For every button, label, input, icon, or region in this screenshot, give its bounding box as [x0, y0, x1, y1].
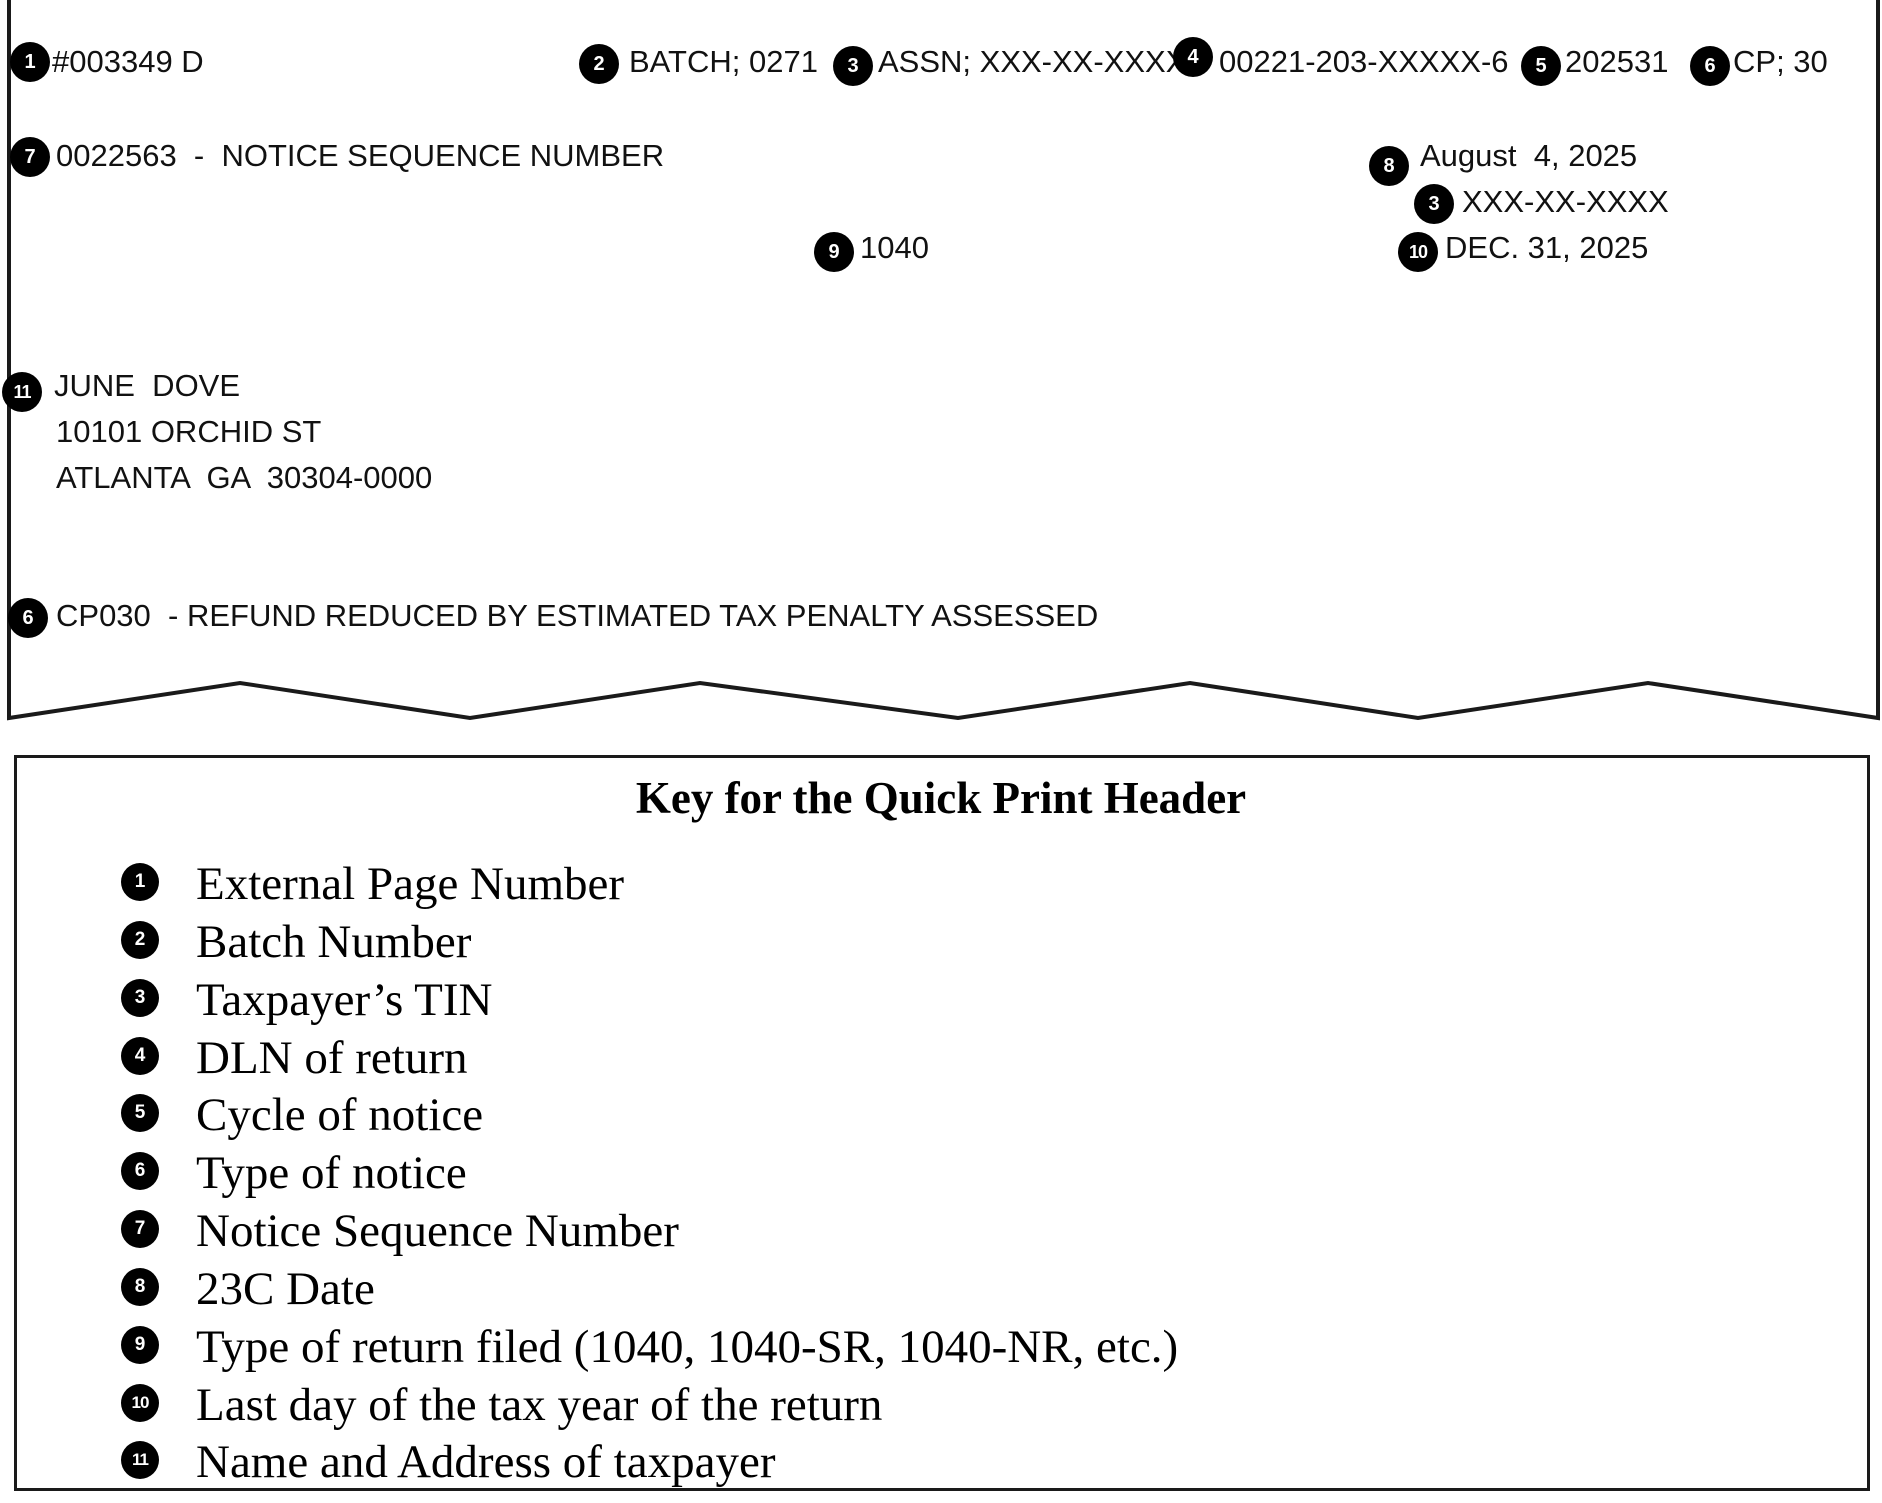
- callout-6: 6: [1690, 46, 1730, 86]
- notice-border: [7, 0, 1880, 721]
- callout-11: 11: [2, 372, 42, 412]
- return-type: 1040: [860, 230, 929, 265]
- key-item-7-callout: 7: [121, 1210, 159, 1248]
- callout-5: 5: [1521, 46, 1561, 86]
- key-item-4-callout: 4: [121, 1037, 159, 1075]
- callout-8: 8: [1369, 146, 1409, 186]
- callout-9: 9: [814, 232, 854, 272]
- key-item-9-label: Type of return filed (1040, 1040-SR, 104…: [196, 1321, 1179, 1373]
- key-item-6-label: Type of notice: [196, 1147, 467, 1199]
- key-title: Key for the Quick Print Header: [635, 773, 1247, 823]
- key-item-2-label: Batch Number: [196, 916, 472, 968]
- key-item-5-callout: 5: [121, 1094, 159, 1132]
- taxpayer-address-line-2: ATLANTA GA 30304-0000: [56, 460, 433, 495]
- dln-of-return: 00221-203-XXXXX-6: [1219, 44, 1509, 79]
- notice-type-line: CP030 - REFUND REDUCED BY ESTIMATED TAX …: [56, 598, 1099, 633]
- key-item-11-callout: 11: [121, 1441, 159, 1479]
- assn-tin: ASSN; XXX-XX-XXXX: [878, 44, 1187, 79]
- callout-3b: 3: [1414, 184, 1454, 224]
- key-item-8-callout: 8: [121, 1268, 159, 1306]
- key-item-3-callout: 3: [121, 979, 159, 1017]
- callout-4: 4: [1173, 37, 1213, 77]
- key-item-5-label: Cycle of notice: [196, 1089, 484, 1141]
- key-box: [14, 755, 1870, 1491]
- callout-7: 7: [10, 137, 50, 177]
- external-page-number: #003349 D: [52, 44, 204, 79]
- key-item-6-callout: 6: [121, 1152, 159, 1190]
- callout-10: 10: [1398, 232, 1438, 272]
- key-item-1-label: External Page Number: [196, 858, 625, 910]
- batch-number: BATCH; 0271: [629, 44, 818, 79]
- callout-1: 1: [10, 42, 50, 82]
- cycle-of-notice: 202531: [1565, 44, 1669, 79]
- taxpayer-tin: XXX-XX-XXXX: [1462, 184, 1669, 219]
- tax-period-end: DEC. 31, 2025: [1445, 230, 1649, 265]
- taxpayer-address-line-1: 10101 ORCHID ST: [56, 414, 322, 449]
- callout-2: 2: [579, 44, 619, 84]
- key-item-11-label: Name and Address of taxpayer: [196, 1436, 776, 1488]
- key-item-1-callout: 1: [121, 863, 159, 901]
- key-item-7-label: Notice Sequence Number: [196, 1205, 679, 1257]
- notice-sequence-line: 0022563 - NOTICE SEQUENCE NUMBER: [56, 138, 665, 173]
- date-23c: August 4, 2025: [1420, 138, 1638, 173]
- callout-6b: 6: [8, 598, 48, 638]
- key-item-4-label: DLN of return: [196, 1032, 468, 1084]
- key-item-3-label: Taxpayer’s TIN: [196, 974, 493, 1026]
- taxpayer-name: JUNE DOVE: [54, 368, 241, 403]
- key-item-9-callout: 9: [121, 1326, 159, 1364]
- cp-type: CP; 30: [1733, 44, 1828, 79]
- callout-3: 3: [833, 46, 873, 86]
- key-item-2-callout: 2: [121, 921, 159, 959]
- key-item-10-label: Last day of the tax year of the return: [196, 1379, 883, 1431]
- key-item-8-label: 23C Date: [196, 1263, 375, 1315]
- key-item-10-callout: 10: [121, 1384, 159, 1422]
